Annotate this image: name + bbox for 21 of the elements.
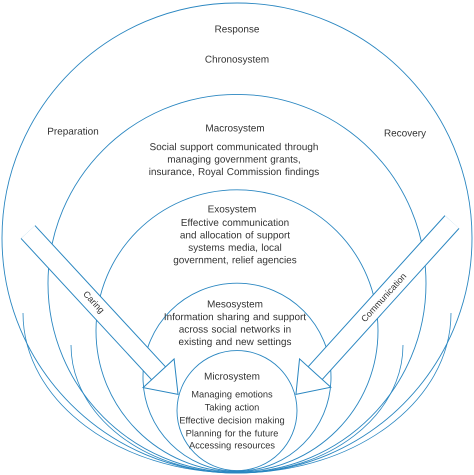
phase-label: Recovery xyxy=(384,130,426,138)
system-title: Microsystem xyxy=(204,372,260,382)
system-circle xyxy=(142,282,332,472)
description-text: Social support communicated through managing government grants, insurance, Royal Commission findings xyxy=(149,142,319,178)
description-text: Effective communication and allocation of support systems media, local government, relief agencies xyxy=(174,218,296,266)
system-circle xyxy=(176,350,298,472)
block-arrow xyxy=(20,225,179,395)
system-circle xyxy=(48,94,426,473)
system-title: Chronosystem xyxy=(205,55,268,65)
description-text: Managing emotions xyxy=(192,390,272,400)
description-text: Effective decision making xyxy=(180,416,284,426)
block-arrow xyxy=(295,215,460,395)
phase-label: Preparation xyxy=(48,127,98,137)
description-text: Planning for the future xyxy=(186,430,278,438)
system-title: Response xyxy=(215,26,259,34)
system-title: Macrosystem xyxy=(206,124,264,134)
description-text: Information sharing and support across social networks in existing and new settings xyxy=(164,312,306,348)
description-text: Taking action xyxy=(204,404,259,412)
description-text: Accessing resources xyxy=(189,442,275,450)
system-title: Exosystem xyxy=(208,206,256,214)
system-title: Mesosystem xyxy=(208,300,262,310)
